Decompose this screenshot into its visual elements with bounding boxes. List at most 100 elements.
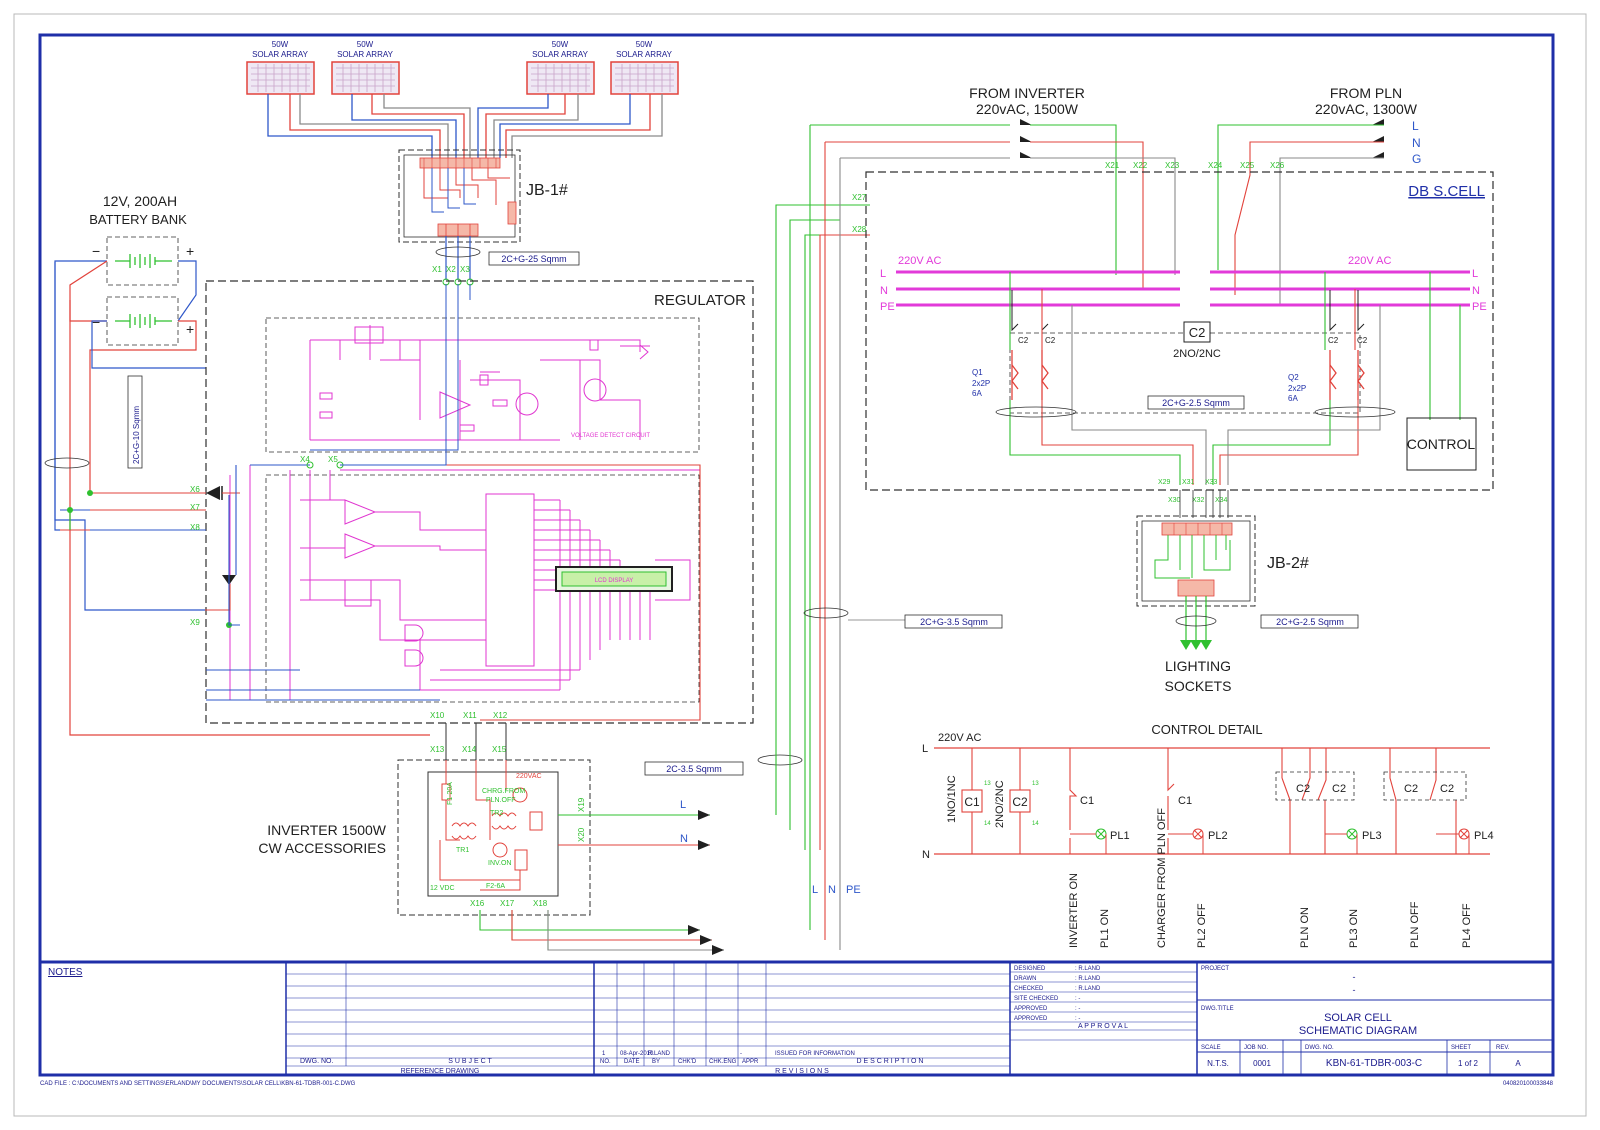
c2-contactor-rating: 2NO/2NC bbox=[1173, 348, 1221, 360]
battery-bank: 12V, 200AH BATTERY BANK + − + − 2C+G-10 … bbox=[44, 193, 430, 736]
terminal-x15: X15 bbox=[492, 745, 507, 754]
panel-4-label: SOLAR ARRAY bbox=[616, 50, 673, 59]
coil-c2-pin-a: 13 bbox=[1032, 781, 1039, 787]
c2-contactor-name: C2 bbox=[1189, 325, 1206, 340]
notes-heading: NOTES bbox=[48, 967, 83, 978]
rev-header-chkd: CHK'D bbox=[678, 1059, 697, 1065]
jb1-cable: 2C+G-25 Sqmm X1 X2 X3 bbox=[432, 236, 580, 286]
terminal-x13: X13 bbox=[430, 745, 445, 754]
rev-header-chkeng: CHK.ENG bbox=[709, 1059, 737, 1065]
coil-c2-rating: 2NO/2NC bbox=[994, 780, 1006, 828]
solar-panel-1: 50W SOLAR ARRAY bbox=[246, 40, 315, 95]
contact-c1-nc: C1 bbox=[1080, 795, 1094, 807]
rev-header-no: NO. bbox=[600, 1059, 611, 1065]
drawing-title-line-1: SOLAR CELL bbox=[1324, 1012, 1392, 1024]
q2-spec: 2x2P bbox=[1288, 384, 1306, 393]
caption-pln-off: PLN OFF bbox=[1409, 901, 1421, 948]
terminal-x25: X25 bbox=[1240, 161, 1255, 170]
control-box-label: CONTROL bbox=[1407, 436, 1476, 452]
terminal-x24: X24 bbox=[1208, 161, 1223, 170]
battery-subtitle: BATTERY BANK bbox=[89, 212, 187, 227]
approval-approved1-value: : - bbox=[1075, 1006, 1080, 1012]
rev-header-by: BY bbox=[652, 1059, 660, 1065]
voltage-detect-circuit bbox=[309, 325, 650, 441]
project-value-2: - bbox=[1353, 985, 1356, 995]
coil-c1-pin-a: 13 bbox=[984, 781, 991, 787]
mid-cable: 2C+G-3.5 Sqmm bbox=[803, 607, 1003, 629]
rev-header-desc: D E S C R I P T I O N bbox=[857, 1058, 924, 1065]
coil-c1: C1 bbox=[964, 795, 980, 809]
from-pln-title: FROM PLN bbox=[1330, 85, 1402, 101]
contact-c2-b: C2 bbox=[1332, 783, 1346, 795]
panel-4-power: 50W bbox=[636, 40, 653, 49]
lamp-pl2: PL2 bbox=[1208, 830, 1228, 842]
inv-on-label: INV.ON bbox=[488, 860, 511, 867]
terminal-x32: X32 bbox=[1192, 497, 1205, 504]
terminal-x29: X29 bbox=[1158, 479, 1171, 486]
terminal-x19: X19 bbox=[577, 797, 586, 812]
drawing-title-line-2: SCHEMATIC DIAGRAM bbox=[1299, 1025, 1417, 1037]
solar-panel-4: 50W SOLAR ARRAY bbox=[610, 40, 679, 95]
rev-appr: - bbox=[740, 1051, 742, 1057]
c2-contact-1: C2 bbox=[1018, 336, 1029, 345]
q2-amps: 6A bbox=[1288, 394, 1298, 403]
bus-n-right: N bbox=[1472, 285, 1480, 297]
rev-date: 08-Apr-2010 bbox=[620, 1051, 654, 1057]
terminal-x17: X17 bbox=[500, 899, 515, 908]
caption-charger-pln-off: CHARGER FROM PLN OFF bbox=[1156, 808, 1168, 948]
bus-pe-left: PE bbox=[880, 301, 895, 313]
cable-label-jb1: 2C+G-25 Sqmm bbox=[501, 254, 566, 264]
terminal-x11: X11 bbox=[463, 711, 477, 720]
scale-value: N.T.S. bbox=[1207, 1059, 1229, 1068]
fuse-f2: F2-6A bbox=[486, 883, 505, 890]
battery-2-minus: − bbox=[92, 314, 100, 330]
sheet-label: SHEET bbox=[1451, 1045, 1471, 1051]
pln-l: L bbox=[1412, 119, 1419, 133]
junction-box-1: JB-1# bbox=[398, 149, 568, 243]
panel-1-power: 50W bbox=[272, 40, 289, 49]
from-pln-rating: 220vAC, 1300W bbox=[1315, 101, 1418, 117]
panel-3-power: 50W bbox=[552, 40, 569, 49]
coil-c1-rating: 1NO/1NC bbox=[946, 775, 958, 823]
contact-c2-d: C2 bbox=[1440, 783, 1454, 795]
q1-amps: 6A bbox=[972, 389, 982, 398]
lighting-label: LIGHTING bbox=[1165, 658, 1231, 674]
caption-pl2-off: PL2 OFF bbox=[1196, 903, 1208, 948]
project-value-1: - bbox=[1353, 972, 1356, 982]
terminal-x28: X28 bbox=[852, 225, 867, 234]
terminal-x20: X20 bbox=[577, 827, 586, 842]
terminal-x8: X8 bbox=[190, 523, 200, 532]
bus-pe-right: PE bbox=[1472, 301, 1487, 313]
panel-2-power: 50W bbox=[357, 40, 374, 49]
control-detail: CONTROL DETAIL 220V AC L N C1 C2 1NO/1NC… bbox=[922, 722, 1494, 948]
q2-name: Q2 bbox=[1288, 373, 1299, 382]
panel-1-label: SOLAR ARRAY bbox=[252, 50, 309, 59]
q1-name: Q1 bbox=[972, 368, 983, 377]
cable-label-battery: 2C+G-10 Sqmm bbox=[132, 406, 141, 464]
approval-approved2-value: : - bbox=[1075, 1016, 1080, 1022]
db-label: DB S.CELL bbox=[1408, 183, 1485, 200]
terminal-x31: X31 bbox=[1182, 479, 1195, 486]
caption-pln-on: PLN ON bbox=[1299, 907, 1311, 948]
sockets-label: SOCKETS bbox=[1165, 678, 1232, 694]
terminal-x4: X4 bbox=[300, 455, 310, 464]
voltage-detect-label: VOLTAGE DETECT CIRCUIT bbox=[571, 433, 650, 439]
scale-label: SCALE bbox=[1201, 1045, 1221, 1051]
inv-out-n2: N bbox=[828, 884, 836, 896]
rev-desc: ISSUED FOR INFORMATION bbox=[775, 1051, 855, 1057]
panel-2-label: SOLAR ARRAY bbox=[337, 50, 394, 59]
approval-site-value: : - bbox=[1075, 996, 1080, 1002]
fuse-f1: F1-20A bbox=[447, 782, 454, 805]
solar-panel-3: 50W SOLAR ARRAY bbox=[526, 40, 595, 95]
title-block bbox=[40, 960, 1553, 1075]
terminal-x33: X33 bbox=[1205, 479, 1218, 486]
inv-out-pe: PE bbox=[846, 884, 861, 896]
tr2-label: TR2 bbox=[490, 810, 503, 817]
lcd-label: LCD DISPLAY bbox=[595, 578, 634, 584]
from-inverter-rating: 220vAC, 1500W bbox=[976, 101, 1079, 117]
c2-contact-3: C2 bbox=[1328, 336, 1339, 345]
distribution-board: FROM INVERTER 220vAC, 1500W FROM PLN 220… bbox=[775, 85, 1494, 950]
approval-approved2-key: APPROVED bbox=[1014, 1016, 1048, 1022]
cable-label-mid: 2C+G-3.5 Sqmm bbox=[920, 617, 988, 627]
dwgno-label: DWG. NO. bbox=[1305, 1045, 1334, 1051]
